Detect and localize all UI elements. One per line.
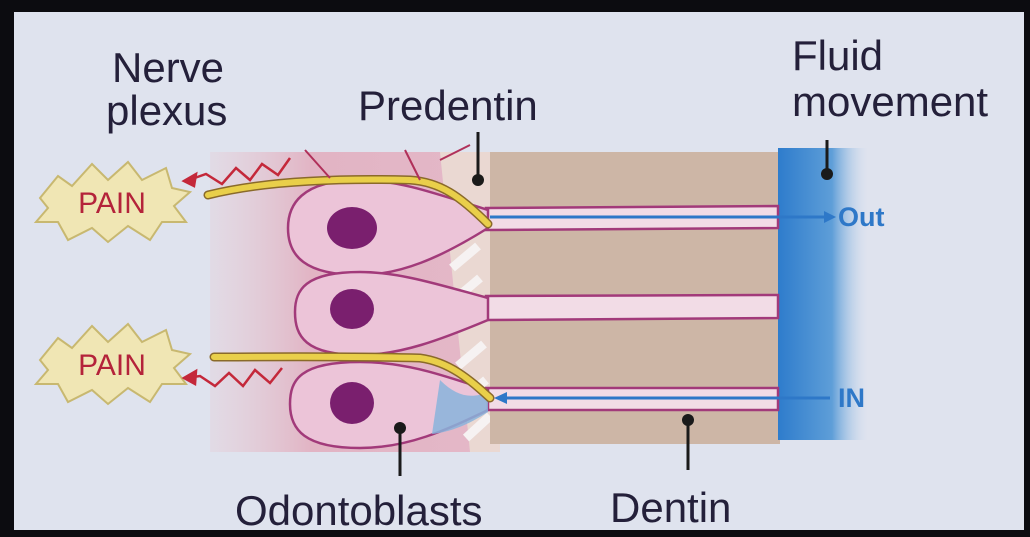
- nucleus-middle: [330, 289, 374, 329]
- odontoblast-marker-dot: [394, 422, 406, 434]
- nucleus-top: [327, 207, 377, 249]
- dentin-marker-dot: [682, 414, 694, 426]
- pain-label-bottom: PAIN: [78, 349, 146, 382]
- label-nerve-line1: Nerve: [112, 44, 224, 91]
- label-dentin: Dentin: [610, 484, 731, 531]
- label-odontoblasts: Odontoblasts: [235, 487, 483, 534]
- label-nerve-line2: plexus: [106, 87, 227, 134]
- nuclei: [327, 207, 377, 424]
- flow-in-label: IN: [838, 383, 865, 413]
- label-fluid-line2: movement: [792, 78, 988, 125]
- label-fluid-line1: Fluid: [792, 32, 883, 79]
- label-predentin: Predentin: [358, 82, 538, 129]
- predentin-marker-dot: [472, 174, 484, 186]
- flow-out-label: Out: [838, 202, 885, 232]
- fluid-marker-dot: [821, 168, 833, 180]
- nucleus-bottom: [330, 382, 374, 424]
- tubule-middle: [486, 295, 778, 320]
- pain-label-top: PAIN: [78, 187, 146, 220]
